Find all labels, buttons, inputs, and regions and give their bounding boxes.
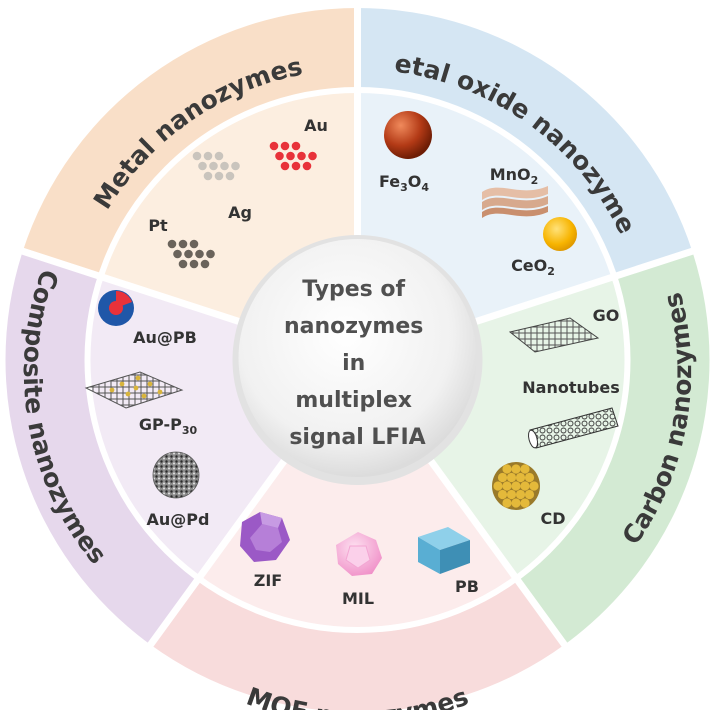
carbon-dot-bump — [529, 481, 539, 491]
center-title: Types of nanozymes in multiplex signal L… — [284, 277, 431, 450]
carbon-dot-bump — [502, 498, 512, 508]
ag-particle — [209, 161, 218, 171]
gp-p30-sheet-icon — [84, 371, 184, 409]
ag-particle — [214, 151, 224, 161]
zif-label: ZIF — [254, 571, 282, 590]
center-circle — [238, 239, 477, 477]
au-particle — [280, 141, 290, 151]
au-at-pb-label: Au@PB — [133, 328, 197, 347]
au-particle — [291, 141, 301, 151]
ag-particle — [203, 151, 213, 161]
mil-crystal-icon — [336, 532, 382, 576]
ag-particle — [198, 161, 207, 171]
ag-particle — [225, 171, 235, 181]
au-particle — [291, 161, 301, 171]
go-label: GO — [593, 306, 620, 325]
au-particle — [308, 151, 317, 161]
fe3o4-label: Fe3O4 — [379, 172, 429, 194]
carbon-dot-bump — [524, 472, 535, 483]
pt-particle — [178, 259, 188, 269]
carbon-dot-bump — [497, 472, 508, 483]
pt-nanoparticles-icon — [167, 239, 215, 269]
ag-label: Ag — [228, 203, 252, 222]
ag-nanoparticles-icon — [192, 151, 240, 181]
ag-particle — [214, 171, 224, 181]
zif-crystal-icon — [240, 512, 290, 562]
ag-particle — [192, 151, 202, 161]
au-at-pd-label: Au@Pd — [147, 510, 210, 529]
au-label: Au — [304, 116, 328, 135]
center-line-1: Types of — [302, 277, 405, 302]
au-particle — [280, 161, 290, 171]
carbon-dot-bump — [511, 464, 521, 474]
mil-label: MIL — [342, 589, 374, 608]
center-line-2: nanozymes — [284, 314, 423, 339]
au-at-pd-sphere-icon — [152, 451, 200, 499]
mno2-label: MnO2 — [490, 165, 539, 187]
metal-oxide-segment-outer — [357, 8, 693, 277]
ceo2-label: CeO2 — [511, 256, 555, 278]
carbon-dot-bump — [515, 472, 526, 483]
carbon-dot-bump — [520, 464, 530, 474]
center-line-5: signal LFIA — [289, 425, 425, 450]
carbon-dot-bump — [502, 481, 512, 491]
ag-particle — [203, 171, 213, 181]
carbon-dot-bump — [502, 464, 512, 474]
fe3o4-sphere-icon — [384, 111, 432, 159]
nanotubes-label: Nanotubes — [522, 378, 619, 397]
carbon-dot-bump — [511, 498, 521, 508]
ceo2-sphere-icon — [543, 217, 577, 251]
carbon-dot-bump — [520, 498, 530, 508]
pt-particle — [189, 259, 199, 269]
au-at-pb-core-shell-icon — [98, 290, 134, 326]
pb-label: PB — [455, 577, 479, 596]
graphene-oxide-sheet-icon — [508, 317, 600, 353]
pt-particle — [167, 239, 177, 249]
au-nanoparticles-icon — [269, 141, 317, 171]
pt-particle — [178, 239, 188, 249]
carbon-segment-inner — [429, 276, 628, 579]
pt-particle — [173, 249, 182, 259]
pt-particle — [195, 249, 204, 259]
au-particle — [269, 141, 279, 151]
carbon-dot-bump — [506, 472, 517, 483]
carbon-dot-bump — [524, 489, 535, 500]
metal-segment-outer — [22, 8, 358, 277]
carbon-dot-bump — [511, 481, 521, 491]
pb-cube-icon — [418, 527, 470, 574]
au-particle — [286, 151, 295, 161]
mno2-nanosheets-icon — [482, 186, 548, 218]
carbon-dot-bump — [520, 481, 530, 491]
ag-particle — [231, 161, 240, 171]
pt-particle — [184, 249, 193, 259]
gp-p30-label: GP-P30 — [139, 415, 198, 437]
center-line-4: multiplex — [295, 388, 412, 413]
carbon-dot-bump — [497, 489, 508, 500]
cd-label: CD — [540, 509, 565, 528]
composite-segment-inner — [87, 276, 286, 579]
pt-label: Pt — [148, 216, 168, 235]
pt-particle — [206, 249, 215, 259]
ag-particle — [220, 161, 229, 171]
au-particle — [275, 151, 284, 161]
carbon-dot-icon — [492, 462, 540, 510]
carbon-nanotube-icon — [527, 407, 619, 449]
au-particle — [302, 161, 312, 171]
pt-particle — [189, 239, 199, 249]
au-particle — [297, 151, 306, 161]
carbon-dot-bump — [506, 489, 517, 500]
carbon-dot-bump — [515, 489, 526, 500]
pt-particle — [200, 259, 210, 269]
carbon-dot-bump — [493, 481, 503, 491]
center-line-3: in — [342, 351, 365, 376]
